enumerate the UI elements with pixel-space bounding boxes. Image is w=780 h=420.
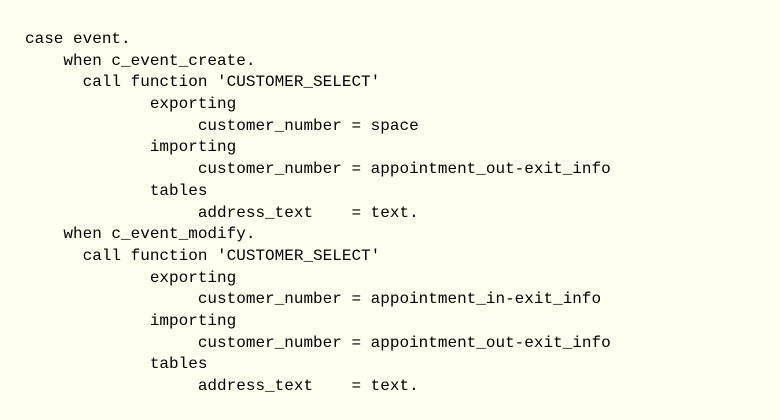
code-line: exporting (25, 268, 237, 287)
code-line: customer_number = space (25, 116, 419, 135)
code-block: case event. when c_event_create. call fu… (25, 29, 611, 398)
code-line: address_text = text. (25, 377, 419, 395)
code-line: case event. (25, 30, 131, 48)
code-line: tables (25, 181, 208, 200)
code-line: importing (25, 311, 237, 330)
code-line: call function 'CUSTOMER_SELECT' (25, 73, 381, 92)
code-line: when c_event_create. (25, 51, 256, 70)
code-line: address_text = text. (25, 203, 419, 222)
code-line: tables (25, 355, 208, 374)
code-line: exporting (25, 95, 237, 114)
code-line: call function 'CUSTOMER_SELECT' (25, 246, 381, 265)
code-line: customer_number = appointment_in-exit_in… (25, 290, 602, 309)
code-line: customer_number = appointment_out-exit_i… (25, 333, 611, 352)
code-line: importing (25, 138, 237, 157)
code-line: when c_event_modify. (25, 225, 256, 244)
code-line: customer_number = appointment_out-exit_i… (25, 160, 611, 179)
